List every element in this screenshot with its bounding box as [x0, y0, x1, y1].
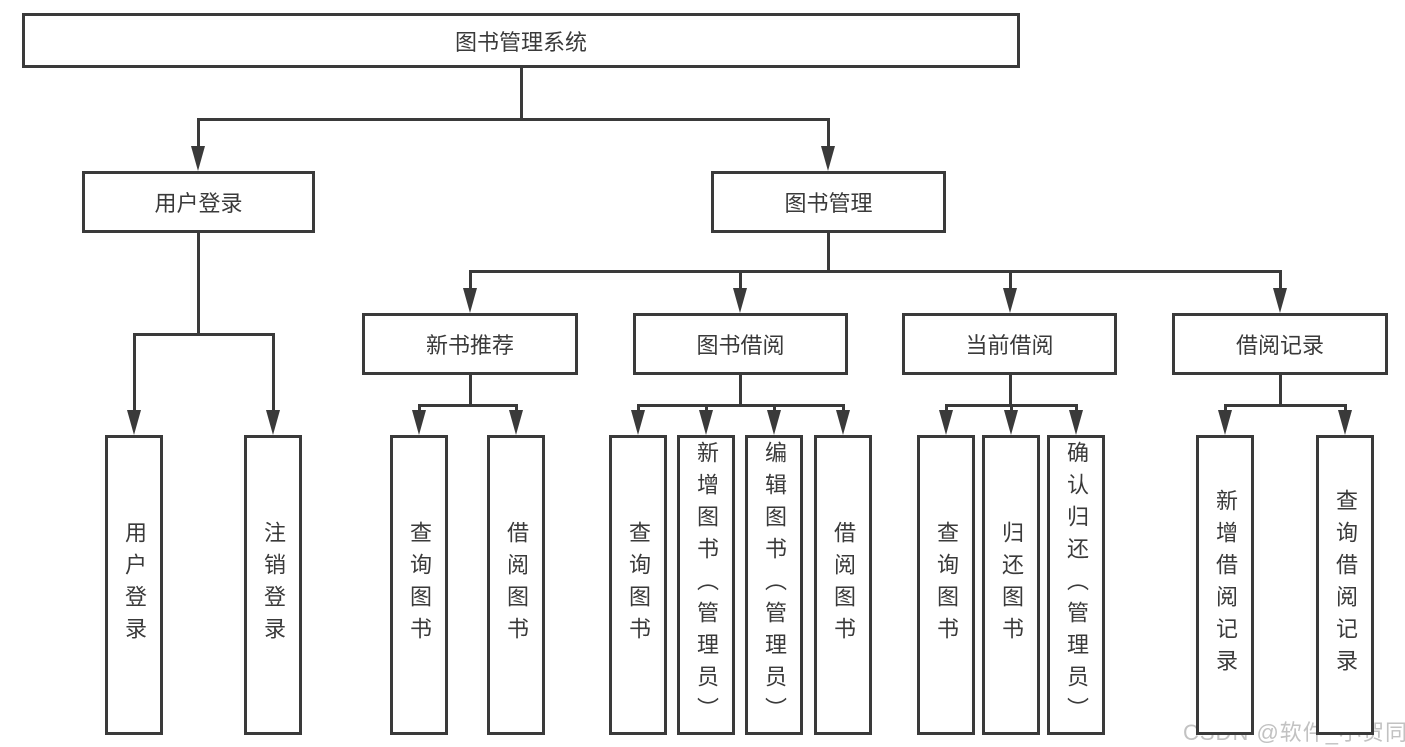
connector — [515, 404, 518, 412]
connector — [1279, 375, 1282, 406]
connector — [637, 404, 640, 412]
leaf-edit-book-admin: 编辑图书（管理员） — [745, 435, 803, 735]
node-borrow-records: 借阅记录 — [1172, 313, 1388, 375]
connector — [418, 404, 518, 407]
connector — [1224, 404, 1227, 412]
connector — [469, 375, 472, 406]
connector — [469, 270, 472, 290]
arrowhead — [463, 288, 477, 313]
arrowhead — [767, 410, 781, 435]
leaf-query-books-borrow: 查询图书 — [609, 435, 667, 735]
leaf-user-login: 用户登录 — [105, 435, 163, 735]
leaf-logout: 注销登录 — [244, 435, 302, 735]
arrowhead — [1004, 410, 1018, 435]
arrowhead — [127, 410, 141, 435]
leaf-label: 编辑图书（管理员） — [762, 441, 787, 729]
leaf-query-books-current: 查询图书 — [917, 435, 975, 735]
arrowhead — [191, 146, 205, 171]
leaf-label: 确认归还（管理员） — [1064, 441, 1089, 729]
leaf-label: 查询借阅记录 — [1333, 489, 1358, 681]
leaf-label: 借阅图书 — [504, 521, 529, 649]
connector — [1009, 375, 1012, 406]
arrowhead — [1003, 288, 1017, 313]
node-current-borrowing: 当前借阅 — [902, 313, 1117, 375]
connector — [1009, 270, 1012, 290]
connector — [739, 375, 742, 406]
arrowhead — [1338, 410, 1352, 435]
connector — [133, 333, 136, 412]
leaf-query-borrow-record: 查询借阅记录 — [1316, 435, 1374, 735]
connector — [1224, 404, 1346, 407]
leaf-return-book: 归还图书 — [982, 435, 1040, 735]
leaf-label: 新增图书（管理员） — [694, 441, 719, 729]
connector — [827, 118, 830, 148]
connector — [1010, 404, 1013, 412]
connector — [469, 270, 1282, 273]
leaf-confirm-return-admin: 确认归还（管理员） — [1047, 435, 1105, 735]
arrowhead — [631, 410, 645, 435]
connector — [197, 118, 200, 148]
leaf-label: 查询图书 — [626, 521, 651, 649]
arrowhead — [412, 410, 426, 435]
connector — [945, 404, 948, 412]
arrowhead — [821, 146, 835, 171]
leaf-label: 注销登录 — [261, 521, 286, 649]
arrowhead — [1069, 410, 1083, 435]
leaf-borrow-books-recommend: 借阅图书 — [487, 435, 545, 735]
connector — [827, 233, 830, 272]
leaf-label: 用户登录 — [122, 521, 147, 649]
arrowhead — [1273, 288, 1287, 313]
node-user-login: 用户登录 — [82, 171, 315, 233]
connector — [1075, 404, 1078, 412]
connector — [197, 118, 830, 121]
connector — [637, 404, 845, 407]
arrowhead — [939, 410, 953, 435]
connector — [1344, 404, 1347, 412]
connector — [1279, 270, 1282, 290]
connector — [739, 270, 742, 290]
arrowhead — [699, 410, 713, 435]
leaf-add-borrow-record: 新增借阅记录 — [1196, 435, 1254, 735]
connector — [133, 333, 275, 336]
arrowhead — [509, 410, 523, 435]
leaf-query-books-recommend: 查询图书 — [390, 435, 448, 735]
leaf-label: 借阅图书 — [831, 521, 856, 649]
connector — [272, 333, 275, 412]
arrowhead — [1218, 410, 1232, 435]
leaf-borrow-books: 借阅图书 — [814, 435, 872, 735]
arrowhead — [733, 288, 747, 313]
node-book-management: 图书管理 — [711, 171, 946, 233]
leaf-label: 查询图书 — [934, 521, 959, 649]
leaf-label: 归还图书 — [999, 521, 1024, 649]
connector — [842, 404, 845, 412]
leaf-label: 查询图书 — [407, 521, 432, 649]
leaf-add-book-admin: 新增图书（管理员） — [677, 435, 735, 735]
node-new-book-recommend: 新书推荐 — [362, 313, 578, 375]
connector — [773, 404, 776, 412]
connector — [705, 404, 708, 412]
node-book-borrowing: 图书借阅 — [633, 313, 848, 375]
leaf-label: 新增借阅记录 — [1213, 489, 1238, 681]
connector — [520, 68, 523, 119]
arrowhead — [836, 410, 850, 435]
arrowhead — [266, 410, 280, 435]
connector — [197, 233, 200, 335]
node-root-system: 图书管理系统 — [22, 13, 1020, 68]
connector — [418, 404, 421, 412]
